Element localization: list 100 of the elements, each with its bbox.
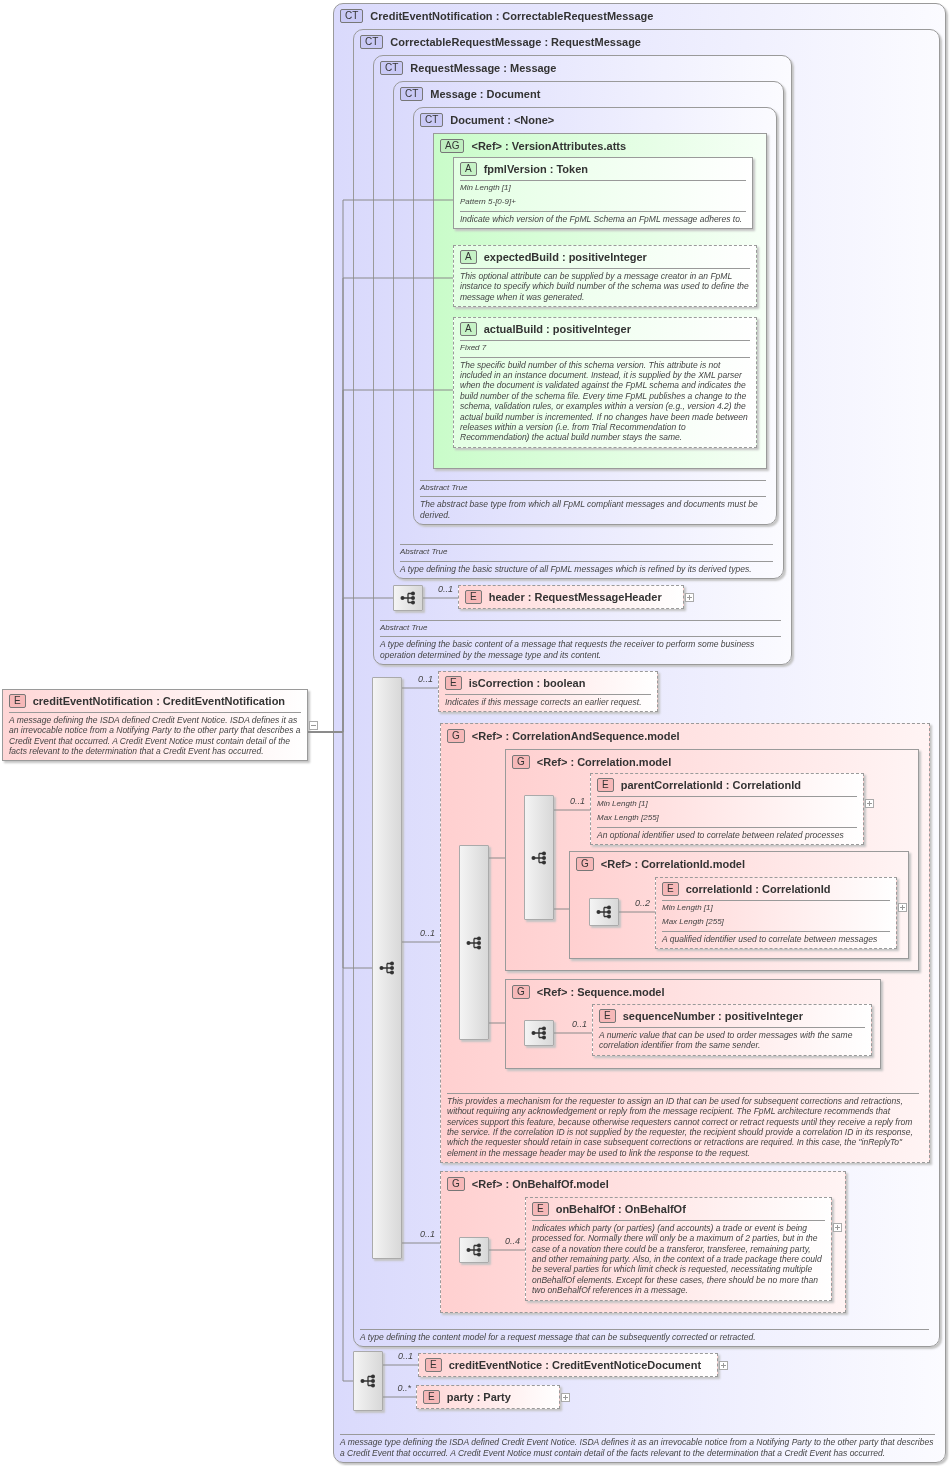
attribute-group-box: [433, 133, 767, 469]
kind-badge: E: [465, 590, 482, 604]
description-text: A type defining the basic structure of all FpML messages which is refined by its derived types.: [400, 560, 773, 574]
kind-badge: G: [512, 985, 530, 999]
description-text: A message type defining the ISDA defined Credit Event Notice. ISDA defines it as an irrevocable notice from a Notifying Party to the other party that describes a Credit Event that occurred. A Credit Event Notice must contain detail of the facts relevant to the determination that a Credit Event has occurred.: [340, 1434, 935, 1458]
cardinality-label: 0..1: [419, 928, 435, 938]
element-name: correlationId : CorrelationId: [685, 883, 831, 895]
description-text: A type defining the basic content of a message that requests the receiver to perform some business operation determined by the message type and its content.: [380, 636, 781, 660]
group-box: [505, 979, 881, 1069]
kind-badge: G: [447, 729, 465, 743]
description-text: This optional attribute can be supplied by a message creator in an FpML instance to specify which build number of the schema was used to define the message when it was generated.: [460, 268, 750, 303]
attribute-box: [453, 245, 757, 308]
kind-badge: CT: [380, 61, 404, 75]
connector-line: [401, 687, 439, 689]
description-text: A message defining the ISDA defined Credit Event Notice. ISDA defines it as an irrevocable notice from a Notifying Party to the other party that describes a Credit Event that occurred. A Credit Event Notice must contain detail of the facts relevant to the determination that a Credit Event has occurred.: [9, 712, 301, 757]
kind-badge: G: [447, 1177, 465, 1191]
element-name: isCorrection : boolean: [468, 677, 586, 689]
property-row: Min Length [1]: [597, 796, 857, 809]
group-box: [440, 1171, 846, 1313]
element-box: [525, 1197, 832, 1301]
description-text: A numeric value that can be used to order messages with the same correlation identifier from the same sender.: [599, 1027, 865, 1051]
property-row: Min Length [1]: [662, 900, 890, 913]
cardinality-label: 0..1: [569, 796, 585, 806]
type-name: RequestMessage : Message: [410, 62, 557, 74]
group-name: <Ref> : OnBehalfOf.model: [471, 1178, 609, 1190]
kind-badge: G: [512, 755, 530, 769]
element-box: [2, 689, 308, 762]
element-name: header : RequestMessageHeader: [488, 591, 662, 603]
sequence-compositor: [524, 1020, 554, 1046]
kind-badge: E: [445, 676, 462, 690]
element-box: [416, 1385, 560, 1409]
kind-badge: G: [576, 857, 594, 871]
sequence-compositor: [353, 1351, 383, 1411]
connector-line: [401, 1242, 441, 1244]
cardinality-label: 0..1: [397, 1351, 413, 1361]
attribute-name: expectedBuild : positiveInteger: [483, 251, 647, 263]
element-box: [592, 1004, 872, 1056]
description-text: An optional identifier used to correlate between related processes: [597, 826, 857, 840]
group-name: <Ref> : CorrelationId.model: [600, 858, 746, 870]
description-text: A type defining the content model for a request message that can be subsequently corrected or retracted.: [360, 1328, 929, 1342]
connector-line: [401, 941, 441, 943]
kind-badge: CT: [400, 87, 424, 101]
description-text: This provides a mechanism for the requester to assign an ID that can be used for subsequent corrections and retractions, without requiring any acknowledgement or reply from the message recipient. The FpML architecture recommends that services support this feature, because otherwise requesters cannot correct or retract requests until they receive a reply from the service. If the correlation ID is not supplied by the requester, the recipient should provide a correlation ID in its response, which the requester should retain in case subsequent corrections or retractions are required. In this case, the "inReplyTo" element in the message header may be used to link the response to the request.: [447, 1092, 919, 1158]
kind-badge: E: [532, 1202, 549, 1216]
complex-type-box: [413, 107, 777, 525]
kind-badge: E: [597, 778, 614, 792]
description-text: Indicates which party (or parties) (and accounts) a trade or event is being processed for. Normally there will only be a maximum of 2 parties, but in the case of a novation there could be a transferor, transferee, remaining party, and other remaining party. Also, in the context of a trade package there could be several parties for which limit check is requested, necessitating multiple onBehalfOf elements. Except for these cases, there should be no more than two onBehalfOf references in a message.: [532, 1220, 825, 1296]
kind-badge: CT: [340, 9, 364, 23]
sequence-compositor: [589, 898, 619, 926]
kind-badge: A: [460, 162, 477, 176]
kind-badge: AG: [440, 139, 465, 153]
description-text: The specific build number of this schema version. This attribute is not included in an instance document. Instead, it is supplied by the XML parser when the document is validated against the FpML schema and indicates the build number of the schema file. Every time FpML publishes a change to the schema, validation rules, or examples within a version (e.g., version 4.2) the actual build number is incremented. If no changes have been made between releases within a version (i.e. from Trial Recommendation to Recommendation) the actual build number stays the same.: [460, 356, 750, 443]
kind-badge: CT: [360, 35, 384, 49]
description-text: The abstract base type from which all FpML compliant messages and documents must be derived.: [420, 496, 766, 520]
element-name: creditEventNotification : CreditEventNotification: [32, 695, 286, 707]
type-name: CorrectableRequestMessage : RequestMessage: [390, 36, 641, 48]
connector-line: [488, 857, 506, 859]
complex-type-box: [393, 81, 784, 579]
kind-badge: E: [9, 694, 26, 708]
element-name: onBehalfOf : OnBehalfOf: [555, 1203, 686, 1215]
property-row: Abstract True: [380, 619, 781, 633]
group-name: <Ref> : Sequence.model: [536, 986, 665, 998]
connector-line: [553, 809, 591, 811]
element-box: [590, 773, 864, 845]
connector-line: [553, 908, 570, 910]
connector-line: [488, 1022, 506, 1024]
connector-line: [382, 1364, 419, 1366]
property-row: Min Length [1]: [460, 180, 746, 193]
connector-line: [488, 1249, 526, 1251]
connector-line: [422, 597, 459, 599]
connector-line: [618, 911, 656, 913]
element-name: party : Party: [446, 1391, 511, 1403]
kind-badge: A: [460, 322, 477, 336]
sequence-compositor: [524, 795, 554, 920]
attribute-box: [453, 317, 757, 448]
cardinality-label: 0..1: [437, 584, 453, 594]
attribute-group-name: <Ref> : VersionAttributes.atts: [471, 140, 627, 152]
sequence-compositor: [393, 585, 423, 611]
type-name: CreditEventNotification : CorrectableRequestMessage: [370, 10, 654, 22]
group-box: [505, 749, 919, 971]
group-name: <Ref> : CorrelationAndSequence.model: [471, 730, 680, 742]
property-row-text: Pattern 5-[0-9]+: [460, 195, 517, 207]
description-text: Indicates if this message corrects an earlier request.: [445, 694, 651, 708]
cardinality-label: 0..*: [396, 1383, 411, 1393]
cardinality-label: 0..1: [419, 1229, 435, 1239]
kind-badge: A: [460, 250, 477, 264]
group-box: [440, 723, 930, 1163]
sequence-compositor: [459, 845, 489, 1040]
sequence-compositor: [372, 677, 402, 1259]
type-name: Document : <None>: [450, 114, 555, 126]
property-row-text: Max Length [255]: [662, 915, 725, 927]
element-box: [655, 877, 897, 949]
group-name: <Ref> : Correlation.model: [536, 756, 672, 768]
complex-type-box: [373, 55, 792, 665]
kind-badge: E: [599, 1009, 616, 1023]
attribute-name: actualBuild : positiveInteger: [483, 323, 631, 335]
property-row: Fixed 7: [460, 340, 750, 353]
element-box: [418, 1353, 718, 1377]
property-row: Abstract True: [400, 543, 773, 557]
element-name: creditEventNotice : CreditEventNoticeDocument: [448, 1359, 702, 1371]
